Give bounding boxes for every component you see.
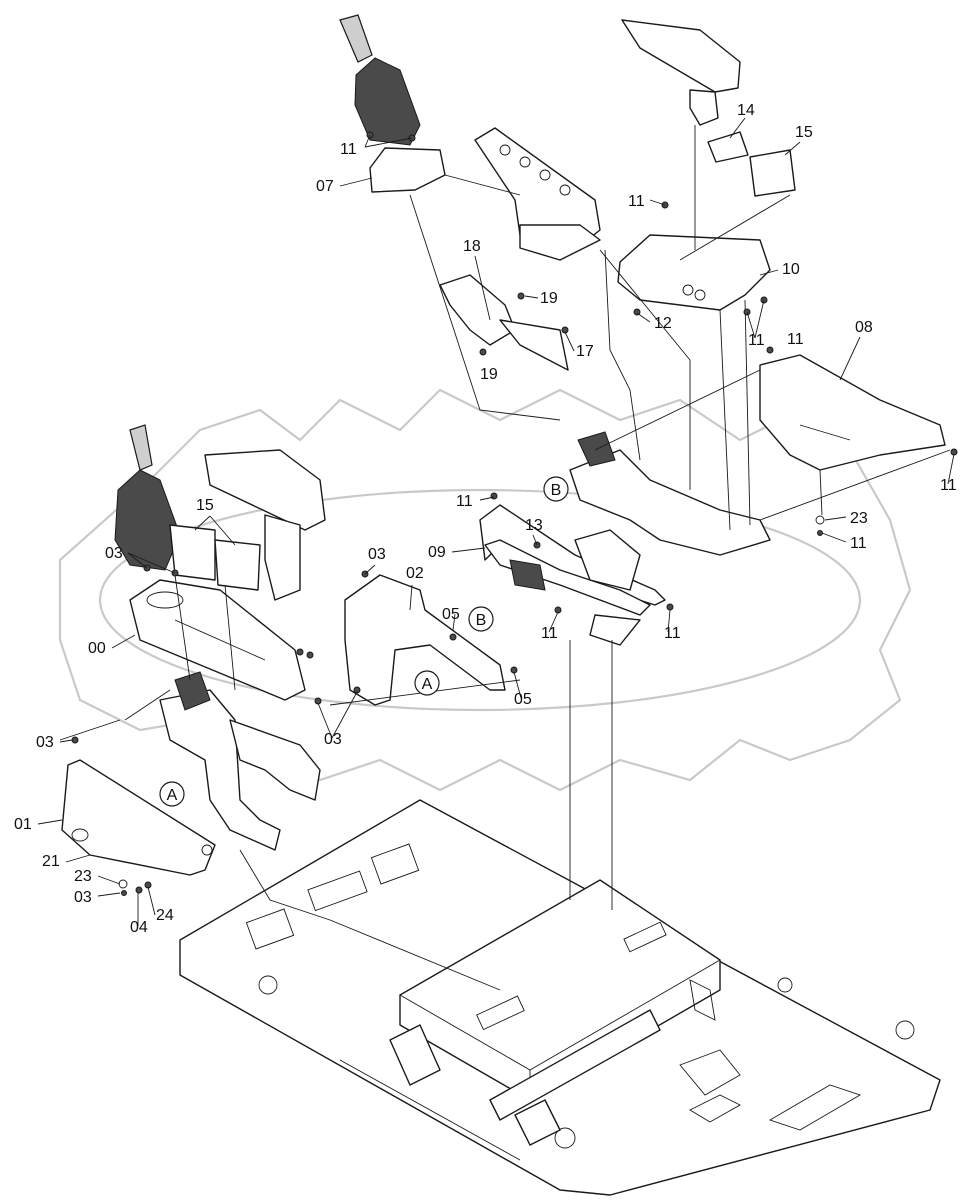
right-joystick-assembly [339, 14, 446, 193]
view-marker-circle [543, 476, 569, 502]
switch-panel [474, 127, 601, 261]
callout-label: 09 [428, 544, 446, 561]
callout-label: 05 [442, 606, 460, 623]
callout-label: 15 [196, 497, 214, 514]
view-marker-letter: A [167, 787, 178, 804]
callout-label: 21 [42, 853, 60, 870]
callout-label: 11 [748, 332, 765, 349]
callout-label: 12 [654, 315, 672, 332]
joystick-bezel-07 [369, 147, 446, 193]
console-10 [617, 234, 771, 311]
view-marker-circle [159, 781, 185, 807]
view-marker: A [414, 670, 440, 696]
view-marker-letter: A [422, 676, 433, 693]
callout-label: 11 [340, 141, 357, 158]
callout-label: 10 [782, 261, 800, 278]
callout-label: 15 [795, 124, 813, 141]
cup-14 [707, 131, 749, 163]
left-armrest [204, 449, 326, 531]
callout-label: 03 [74, 889, 92, 906]
callout-label: 18 [463, 238, 481, 255]
callout-label: 11 [628, 193, 645, 210]
callout-label: 19 [480, 366, 498, 383]
view-markers: B B A A [159, 476, 569, 807]
left-side-cover [61, 759, 216, 876]
panel-18 [439, 274, 569, 371]
view-marker-circle [414, 670, 440, 696]
callout-label: 14 [737, 102, 755, 119]
callout-label: 11 [541, 625, 558, 642]
callout-label: 03 [105, 545, 123, 562]
callout-label: 02 [406, 565, 424, 582]
callout-label: 11 [850, 535, 867, 552]
callout-label: 11 [940, 477, 957, 494]
view-marker-circle [468, 606, 494, 632]
callout-leaders [37, 117, 955, 926]
panel-02 [344, 574, 506, 706]
callout-label: 11 [456, 493, 473, 510]
callout-label: 04 [130, 919, 148, 936]
right-console-panel [479, 504, 666, 646]
view-marker: B [468, 606, 494, 632]
callout-label: 00 [88, 640, 106, 657]
callout-labels: 11 07 14 15 11 18 10 19 12 08 17 11 11 19 11 11 15 23 13 11… [14, 102, 957, 936]
view-marker-letter: B [551, 482, 562, 499]
right-console-base [569, 354, 946, 556]
seat-slide-base [389, 879, 721, 1146]
left-joystick-boot [114, 469, 181, 571]
assembly-lines [59, 125, 951, 991]
callout-label: 07 [316, 178, 334, 195]
right-armrest-assembly [617, 19, 796, 311]
callout-label: 19 [540, 290, 558, 307]
view-marker-letter: B [476, 612, 487, 629]
view-marker: A [159, 781, 185, 807]
left-console-assembly [61, 424, 326, 876]
callout-label: 24 [156, 907, 174, 924]
callout-label: 23 [74, 868, 92, 885]
callout-label: 17 [576, 343, 594, 360]
left-console-housing [129, 579, 306, 701]
left-joystick-handle [129, 424, 153, 471]
callout-label: 03 [324, 731, 342, 748]
callout-label: 13 [525, 517, 543, 534]
cup-15 [749, 149, 796, 197]
callout-label: 03 [36, 734, 54, 751]
callout-label: 01 [14, 816, 32, 833]
callout-label: 03 [368, 546, 386, 563]
callout-label: 05 [514, 691, 532, 708]
callout-label: 11 [664, 625, 681, 642]
right-armrest [621, 19, 741, 93]
callout-label: 11 [787, 331, 804, 348]
callout-label: 08 [855, 319, 873, 336]
view-marker: B [543, 476, 569, 502]
callout-label: 23 [850, 510, 868, 527]
rear-cover-08 [759, 354, 946, 471]
